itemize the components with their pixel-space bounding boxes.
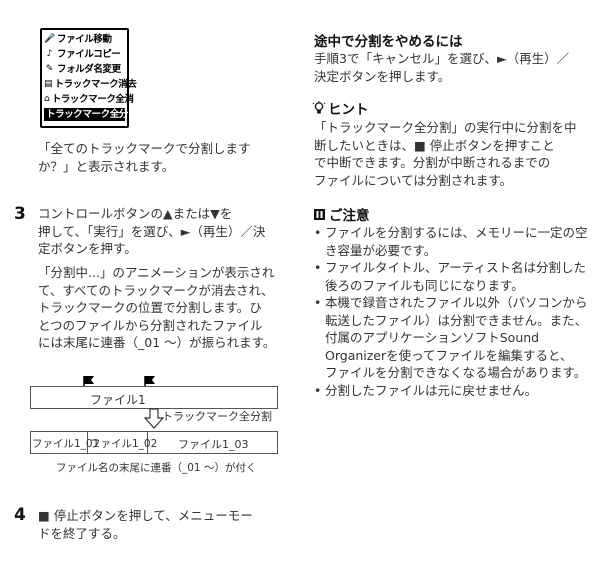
lcd-menu-item: ♪ ファイルコピー [44, 48, 125, 61]
confirm-caption: 「全てのトラックマークで分割します か？」と表示されます。 [38, 141, 251, 174]
note-item: ファイルを分割するには、メモリーに一定の空 き容量が必要です。 [314, 224, 599, 259]
step-4-number: 4 [14, 505, 26, 525]
lcd-menu-label: ファイルコピー [57, 48, 121, 60]
note-mark-icon [314, 208, 325, 220]
split-file-part-2: ファイル1_02 [90, 438, 158, 450]
lcd-menu-label: トラックマーク消去 [54, 78, 137, 90]
split-files-row [30, 431, 278, 454]
lcd-menu-item: ⌂トラックマーク全消 [44, 93, 134, 106]
hint-heading: ヒント [328, 102, 369, 118]
lcd-menu-label: トラックマーク全消 [51, 93, 134, 105]
note-heading: ご注意 [329, 208, 370, 224]
arrow-label: トラックマーク全分割 [162, 410, 272, 423]
mic-icon: 🎤 [44, 34, 56, 44]
list-icon: ▤ [44, 79, 53, 89]
note-list: ファイルを分割するには、メモリーに一定の空 き容量が必要です。 ファイルタイトル… [314, 224, 599, 399]
note-item: 本機で録音されたファイル以外（パソコンから 転送したファイル）は分割できません。… [314, 294, 599, 382]
device-menu-display: 🎤ファイル移動♪ファイルコピー✎フォルダ名変更▤トラックマーク消去⌂トラックマー… [40, 28, 137, 128]
note-item: 分割したファイルは元に戻せません。 [314, 382, 599, 400]
lcd-menu-label: ファイル移動 [57, 33, 112, 45]
step-3-text: コントロールボタンの▲または▼を 押して、「実行」を選び、►（再生）／決 定ボタ… [38, 206, 266, 256]
lcd-menu-item: トラックマーク全分 [44, 108, 128, 121]
split-file-part-1: ファイル1_01 [32, 438, 100, 450]
lcd-menu-label: トラックマーク全分 [46, 108, 128, 120]
cancel-heading: 途中で分割をやめるには [314, 34, 463, 50]
lcd-menu-item: ▤トラックマーク消去 [44, 78, 137, 91]
lcd-menu-label: フォルダ名変更 [57, 63, 121, 75]
original-file-box [30, 386, 278, 409]
down-arrow-icon [144, 408, 164, 429]
lcd-menu-item: ✎フォルダ名変更 [44, 63, 125, 76]
cancel-text: 手順3で「キャンセル」を選び、►（再生）／ 決定ボタンを押します。 [314, 51, 570, 84]
step-3-number: 3 [14, 204, 26, 224]
toolbox-icon: ⌂ [44, 94, 50, 104]
split-diagram: ファイル1 トラックマーク全分割 ファイル1_01 ファイル1_02 ファイル1… [30, 372, 280, 482]
step-3-detail: 「分割中...」のアニメーションが表示され て、すべてのトラックマークが消去され… [38, 265, 276, 350]
lightbulb-icon [312, 101, 326, 114]
pencil-icon: ✎ [45, 64, 54, 74]
step-4-text: ■ 停止ボタンを押して、メニューモー ドを終了する。 [38, 508, 253, 541]
original-file-label: ファイル1 [90, 393, 146, 407]
note-icon: ♪ [46, 49, 53, 59]
diagram-caption: ファイル名の末尾に連番（_01 ～）が付く [56, 462, 257, 474]
hint-heading-row: ヒント [312, 98, 369, 118]
note-heading-row: ご注意 [314, 204, 370, 224]
lcd-menu-item: 🎤ファイル移動 [44, 33, 125, 46]
note-item: ファイルタイトル、アーティスト名は分割した 後ろのファイルも同じになります。 [314, 259, 599, 294]
hint-text: 「トラックマーク全分割」の実行中に分割を中 断したいときは、■ 停止ボタンを押す… [314, 120, 577, 188]
split-file-part-3: ファイル1_03 [178, 438, 249, 451]
